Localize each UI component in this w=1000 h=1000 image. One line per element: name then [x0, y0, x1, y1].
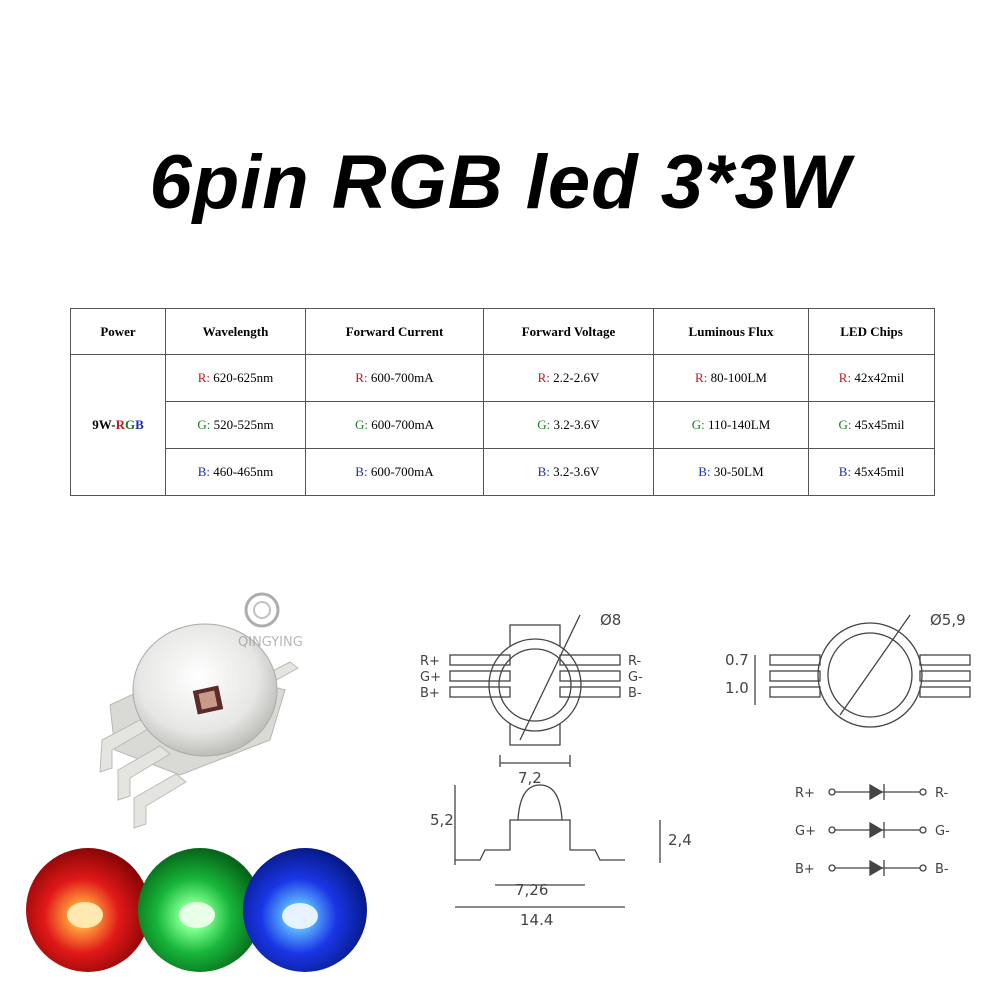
- top-pin-g-plus: G+: [420, 670, 441, 685]
- header-forward-voltage: Forward Voltage: [483, 308, 654, 355]
- top-pin-b-plus: B+: [420, 686, 440, 701]
- cell-value: 460-465nm: [210, 464, 274, 479]
- table-cell: R: 42x42mil: [808, 354, 935, 402]
- cell-value: 600-700mA: [367, 464, 434, 479]
- cell-value: 110-140LM: [704, 417, 771, 432]
- channel-label: B:: [537, 464, 550, 479]
- side-body-width: 7,26: [515, 881, 548, 899]
- power-prefix: 9W-: [92, 417, 116, 432]
- table-cell: R: 2.2-2.6V: [483, 354, 654, 402]
- table-cell: B: 600-700mA: [305, 448, 484, 496]
- channel-label: R:: [695, 370, 708, 385]
- table-cell: R: 600-700mA: [305, 354, 484, 402]
- cell-value: 620-625nm: [210, 370, 274, 385]
- table-cell: R: 80-100LM: [653, 354, 809, 402]
- top-pin-r-minus: R-: [628, 654, 642, 669]
- table-row: G: 520-525nm G: 600-700mA G: 3.2-3.6V G:…: [71, 401, 935, 449]
- side-total-width: 14.4: [520, 911, 553, 929]
- cell-value: 2.2-2.6V: [549, 370, 600, 385]
- cell-value: 30-50LM: [710, 464, 764, 479]
- cell-value: 3.2-3.6V: [550, 417, 600, 432]
- table-cell: B: 30-50LM: [653, 448, 809, 496]
- header-led-chips: LED Chips: [808, 308, 935, 355]
- table-cell: B: 3.2-3.6V: [483, 448, 654, 496]
- led-product-photo: QINGYING: [26, 592, 367, 972]
- spec-table: Power Wavelength Forward Current Forward…: [70, 308, 935, 496]
- top-view-width: 7,2: [518, 769, 542, 787]
- table-header-row: Power Wavelength Forward Current Forward…: [70, 308, 935, 355]
- watermark-logo: QINGYING: [238, 592, 303, 650]
- lens-view-drawing: [754, 614, 971, 728]
- power-r: R: [115, 417, 125, 432]
- table-cell: R: 620-625nm: [165, 354, 306, 402]
- header-luminous-flux: Luminous Flux: [653, 308, 809, 355]
- schem-b-plus: B+: [795, 862, 815, 877]
- lens-pin-width: 1.0: [725, 679, 749, 697]
- watermark-text: QINGYING: [238, 635, 303, 650]
- page-title: 6pin RGB led 3*3W: [149, 140, 851, 225]
- channel-label: G:: [691, 417, 705, 432]
- table-cell: G: 110-140LM: [653, 401, 809, 449]
- table-row: B: 460-465nm B: 600-700mA B: 3.2-3.6V B:…: [71, 448, 935, 496]
- channel-label: G:: [537, 417, 551, 432]
- top-view-diameter: Ø8: [600, 611, 621, 629]
- schem-g-plus: G+: [795, 824, 816, 839]
- channel-label: B:: [355, 464, 368, 479]
- lens-diameter: Ø5,9: [930, 611, 966, 629]
- channel-label: B:: [197, 464, 211, 479]
- cell-value: 45x45mil: [851, 417, 905, 432]
- table-cell: B: 460-465nm: [165, 448, 306, 496]
- channel-label: R:: [537, 370, 550, 385]
- top-view-drawing: [449, 614, 621, 767]
- green-led-glow: [138, 848, 262, 972]
- cell-value: 80-100LM: [707, 370, 767, 385]
- power-b: B: [135, 417, 144, 432]
- header-forward-current: Forward Current: [305, 308, 484, 355]
- table-cell: B: 45x45mil: [808, 448, 935, 496]
- power-cell: 9W-RGB: [70, 354, 166, 496]
- channel-label: R:: [197, 370, 211, 385]
- red-led-glow: [26, 848, 150, 972]
- cell-value: 42x42mil: [851, 370, 905, 385]
- schem-b-minus: B-: [935, 862, 949, 877]
- led-package: [99, 623, 299, 829]
- schem-r-plus: R+: [795, 786, 815, 801]
- channel-label: R:: [838, 370, 852, 385]
- header-power: Power: [70, 308, 166, 355]
- channel-label: G:: [354, 417, 368, 432]
- technical-drawings: Ø8 7,2 R+ G+ B+ R- G- B- Ø5,9 0.7 1.0 5,…: [420, 611, 971, 929]
- table-cell: G: 600-700mA: [305, 401, 484, 449]
- lens-pitch: 0.7: [725, 651, 749, 669]
- table-cell: G: 45x45mil: [808, 401, 935, 449]
- cell-value: 3.2-3.6V: [549, 464, 600, 479]
- side-body-height: 2,4: [668, 831, 692, 849]
- cell-value: 600-700mA: [367, 417, 435, 432]
- table-row: 9W-RGB R: 620-625nm R: 600-700mA R: 2.2-…: [70, 354, 935, 496]
- channel-label: G:: [838, 417, 852, 432]
- schem-g-minus: G-: [935, 824, 950, 839]
- top-pin-r-plus: R+: [420, 654, 440, 669]
- channel-label: B:: [838, 464, 852, 479]
- blue-led-glow: [243, 848, 367, 972]
- table-cell: G: 520-525nm: [165, 401, 306, 449]
- cell-value: 600-700mA: [367, 370, 434, 385]
- channel-label: B:: [698, 464, 711, 479]
- channel-label: G:: [197, 417, 211, 432]
- cell-value: 520-525nm: [210, 417, 274, 432]
- power-g: G: [124, 417, 136, 432]
- schem-r-minus: R-: [935, 786, 949, 801]
- channel-label: R:: [355, 370, 368, 385]
- top-pin-b-minus: B-: [628, 686, 642, 701]
- header-wavelength: Wavelength: [165, 308, 306, 355]
- rgb-schematic: [828, 783, 927, 877]
- top-pin-g-minus: G-: [628, 670, 643, 685]
- cell-value: 45x45mil: [851, 464, 905, 479]
- table-cell: G: 3.2-3.6V: [483, 401, 654, 449]
- side-height: 5,2: [430, 811, 454, 829]
- side-view-drawing: [454, 784, 661, 908]
